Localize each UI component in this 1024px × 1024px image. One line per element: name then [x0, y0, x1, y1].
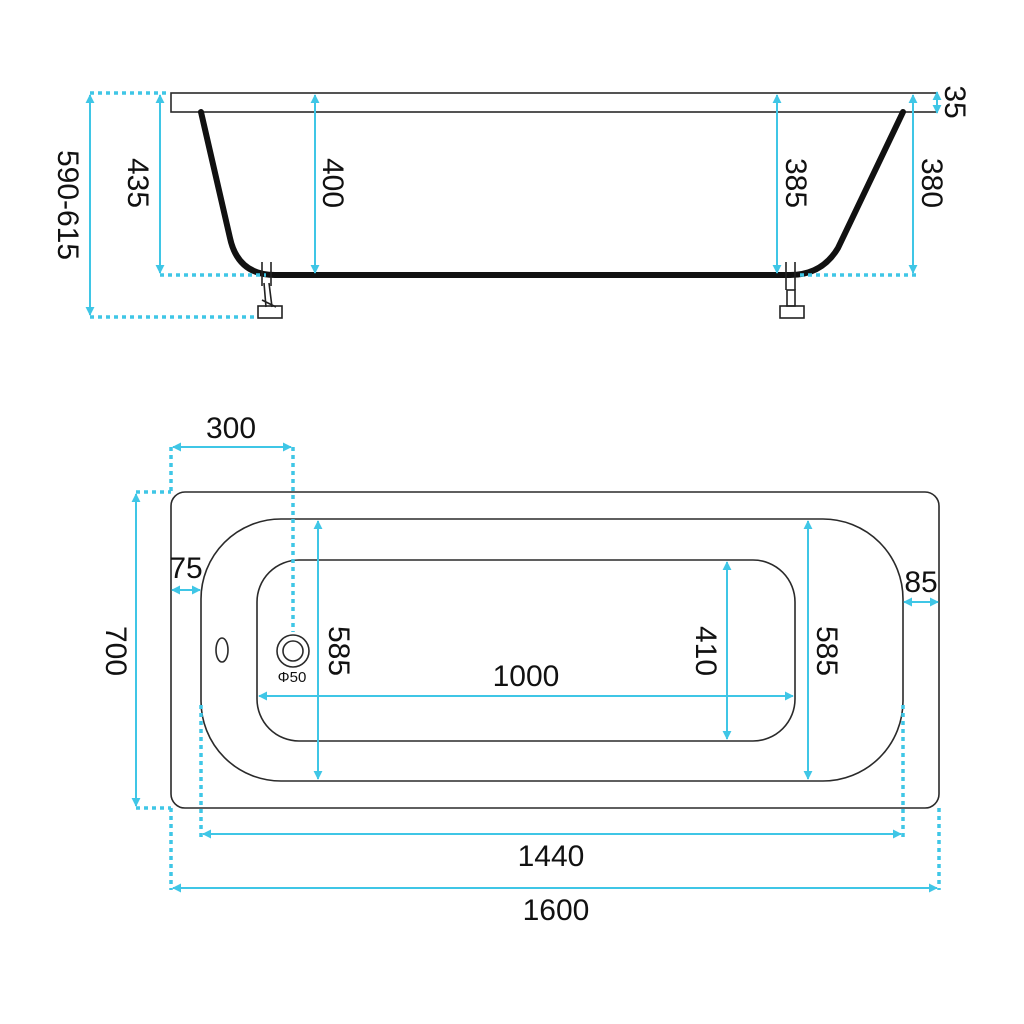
- drain-outer: [276, 634, 310, 668]
- label-rim-thickness: 35: [938, 85, 971, 118]
- label-outer-height: 435: [121, 158, 154, 208]
- side-view: 590-615 435 400 385 380 35: [51, 85, 971, 319]
- drain-inner: [282, 640, 304, 662]
- label-outer-width: 700: [99, 626, 132, 676]
- tub-rim: [170, 92, 938, 113]
- label-bottom-width: 410: [689, 626, 722, 676]
- tub-outer-rim: [170, 491, 940, 809]
- label-rim-right: 85: [904, 566, 937, 599]
- label-depth-right: 385: [779, 158, 812, 208]
- label-inner-width-right: 585: [810, 626, 843, 676]
- label-outer-length: 1600: [523, 894, 590, 927]
- label-inner-length: 1440: [518, 840, 585, 873]
- overflow-hole: [215, 637, 229, 663]
- label-inner-width-left: 585: [322, 626, 355, 676]
- label-depth-left: 400: [316, 158, 349, 208]
- tub-bottom: [256, 559, 796, 742]
- label-drain-offset: 300: [206, 412, 256, 445]
- label-bottom-length: 1000: [493, 660, 560, 693]
- label-outer-right-height: 380: [915, 158, 948, 208]
- top-view: 300 75 85 700 585 585 410 1000 Φ50 1440 …: [99, 412, 941, 927]
- label-drain-diameter: Φ50: [278, 669, 307, 686]
- tub-inner-basin: [200, 518, 904, 782]
- label-total-height: 590-615: [51, 150, 84, 260]
- label-rim-left: 75: [169, 552, 202, 585]
- right-foot: [779, 262, 805, 319]
- tub-side-wall: [198, 109, 906, 278]
- left-foot: [257, 262, 283, 319]
